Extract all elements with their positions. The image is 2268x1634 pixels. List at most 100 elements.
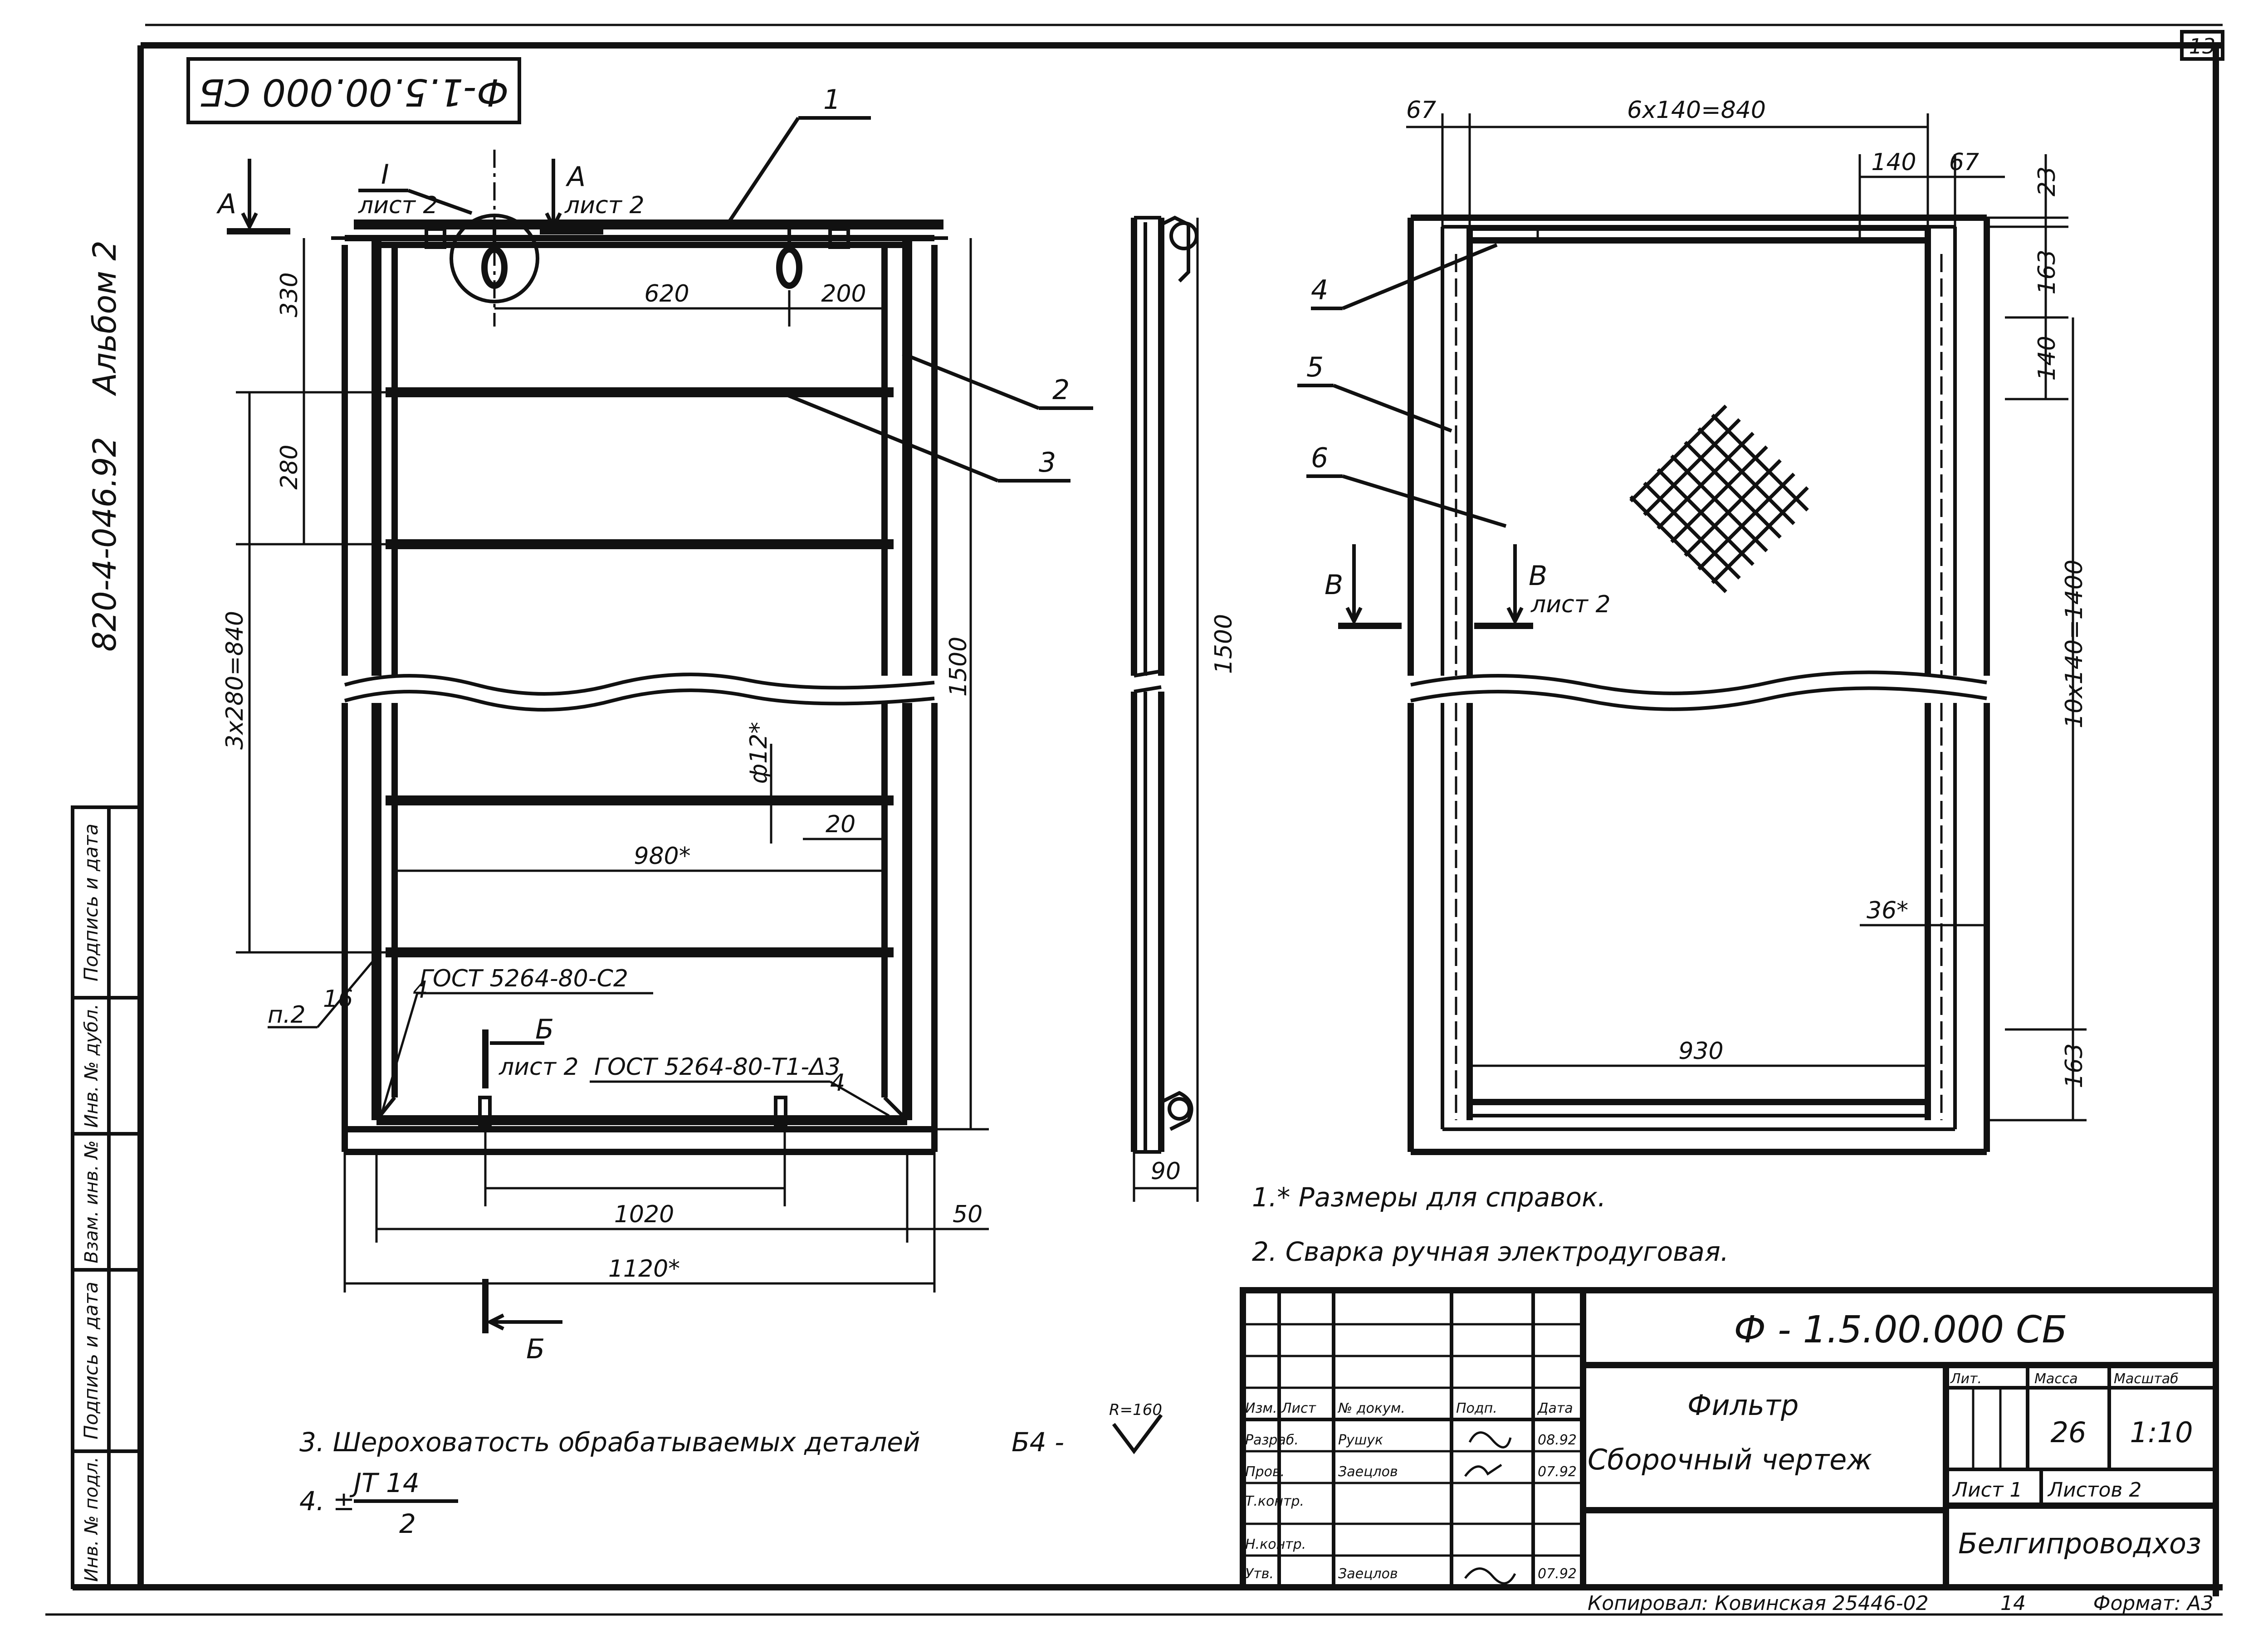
tb-mass-label: Масса bbox=[2034, 1371, 2078, 1387]
pos-6-plan: 6 bbox=[1311, 442, 1328, 474]
note-4-divisor: 2 bbox=[399, 1508, 416, 1539]
strip-replace-inv: Взам. инв. № bbox=[81, 1140, 102, 1263]
tb-role-3: Т.контр. bbox=[1245, 1493, 1304, 1509]
dim-330: 330 bbox=[276, 272, 303, 317]
dim-6x140: 6х140=840 bbox=[1627, 97, 1766, 124]
dim-50: 50 bbox=[953, 1201, 982, 1228]
tb-name: Фильтр bbox=[1687, 1389, 1799, 1422]
tb-role-2: Пров. bbox=[1245, 1464, 1285, 1480]
tb-role-4: Н.контр. bbox=[1245, 1536, 1306, 1552]
footer-page: 14 bbox=[2000, 1592, 2026, 1615]
tb-header-date: Дата bbox=[1537, 1400, 1573, 1416]
note-3-roughness: Б4 - bbox=[1012, 1427, 1064, 1458]
footer: Копировал: Ковинская 25446-02 14 Формат:… bbox=[1588, 1592, 2214, 1615]
note-ref: п.2 bbox=[268, 1001, 306, 1029]
footer-format: Формат: А3 bbox=[2093, 1592, 2214, 1615]
tb-role-5: Утв. bbox=[1245, 1566, 1274, 1582]
detail-i-label: I bbox=[381, 159, 389, 190]
strip-signature-1: Подпись и дата bbox=[80, 824, 102, 981]
left-stamp-strip: Подпись и дата Инв. № дубл. Взам. инв. №… bbox=[71, 805, 142, 1589]
section-a-left: А bbox=[216, 188, 236, 220]
section-b-bottom: Б bbox=[526, 1333, 545, 1365]
note-4: 4. ± bbox=[299, 1486, 355, 1517]
sheet-number: 13 bbox=[2189, 34, 2216, 59]
dim-20: 20 bbox=[826, 811, 855, 838]
tb-sheet: Лист 1 bbox=[1952, 1478, 2022, 1502]
dim-3x280: 3х280=840 bbox=[221, 611, 249, 750]
section-b-top: Б bbox=[535, 1014, 554, 1045]
tb-date-1: 08.92 bbox=[1538, 1432, 1577, 1448]
mirrored-stamp: Ф-1.5.00.000 СБ bbox=[186, 57, 521, 124]
tb-header-izm: Изм. bbox=[1245, 1400, 1277, 1416]
pos-5-plan: 5 bbox=[1306, 351, 1324, 383]
dim-980: 980* bbox=[634, 843, 690, 870]
tb-name-5: Заецлов bbox=[1338, 1566, 1398, 1582]
tb-scale-value: 1:10 bbox=[2130, 1416, 2193, 1449]
tb-mass-value: 26 bbox=[2051, 1416, 2087, 1449]
tb-header-sign: Подп. bbox=[1456, 1400, 1497, 1416]
tb-name-2: Заецлов bbox=[1338, 1464, 1398, 1480]
plan-view bbox=[1408, 215, 1990, 1155]
signature-checker bbox=[1464, 1463, 1502, 1477]
dim-1120: 1120* bbox=[608, 1255, 680, 1283]
dim-90: 90 bbox=[1151, 1158, 1181, 1185]
signature-developer bbox=[1468, 1431, 1512, 1449]
section-v-right: В bbox=[1529, 560, 1547, 592]
tb-scale-label: Масштаб bbox=[2114, 1371, 2179, 1387]
dim-36: 36* bbox=[1867, 897, 1908, 924]
strip-signature-2: Подпись и дата bbox=[80, 1282, 102, 1439]
mesh-pattern bbox=[1628, 404, 1819, 594]
section-v-left: В bbox=[1325, 569, 1343, 601]
tb-org: Белгипроводхоз bbox=[1958, 1527, 2201, 1560]
tb-lit-label: Лит. bbox=[1950, 1371, 1982, 1387]
side-captions: Альбом 2 820-4-046.92 bbox=[86, 240, 123, 652]
tb-role-1: Разраб. bbox=[1245, 1432, 1299, 1448]
dim-163-bottom: 163 bbox=[2061, 1043, 2088, 1088]
weld-2: ГОСТ 5264-80-Т1-Δ3 bbox=[594, 1054, 841, 1081]
dim-620: 620 bbox=[644, 280, 689, 307]
pos-4-front-b: 4 bbox=[830, 1069, 845, 1097]
tb-header-doc: № докум. bbox=[1337, 1400, 1405, 1416]
dim-d12: ф12* bbox=[745, 722, 772, 784]
footer-copied: Копировал: Ковинская 25446-02 bbox=[1588, 1592, 1929, 1615]
dim-930: 930 bbox=[1678, 1038, 1723, 1065]
note-1: 1.* Размеры для справок. bbox=[1252, 1182, 1606, 1213]
pos-1: 1 bbox=[823, 84, 841, 116]
tb-date-5: 07.92 bbox=[1538, 1566, 1577, 1582]
dim-67-left: 67 bbox=[1406, 97, 1436, 124]
signature-approver bbox=[1464, 1567, 1516, 1585]
note-3-roughness-value: R=160 bbox=[1109, 1401, 1162, 1419]
tb-name-1: Рушук bbox=[1338, 1432, 1383, 1448]
note-2: 2. Сварка ручная электродуговая. bbox=[1252, 1236, 1729, 1267]
pos-2: 2 bbox=[1052, 374, 1070, 406]
dim-1020: 1020 bbox=[614, 1201, 674, 1228]
section-a-ref: лист 2 bbox=[564, 192, 645, 219]
dim-140-top: 140 bbox=[1871, 149, 1916, 176]
section-b-ref: лист 2 bbox=[499, 1054, 579, 1081]
weld-1: ГОСТ 5264-80-С2 bbox=[420, 965, 628, 992]
pos-3: 3 bbox=[1039, 447, 1056, 478]
front-view bbox=[331, 150, 948, 1155]
tb-header-list: Лист bbox=[1281, 1400, 1317, 1416]
dim-1500-side: 1500 bbox=[1210, 614, 1237, 674]
dim-23: 23 bbox=[2033, 166, 2061, 196]
album-label: Альбом 2 bbox=[86, 240, 123, 396]
stamp-code: Ф-1.5.00.000 СБ bbox=[199, 70, 508, 113]
dim-10x140: 10х140=1400 bbox=[2061, 560, 2088, 728]
dim-1500-front: 1500 bbox=[945, 637, 972, 697]
tb-date-2: 07.92 bbox=[1538, 1464, 1577, 1480]
dim-140-right: 140 bbox=[2033, 336, 2061, 380]
dim-200: 200 bbox=[821, 280, 866, 307]
dim-280: 280 bbox=[276, 444, 303, 489]
title-block: Изм. Лист № докум. Подп. Дата Разраб. Ру… bbox=[1240, 1287, 2219, 1590]
note-3: 3. Шероховатость обрабатываемых деталей bbox=[299, 1427, 920, 1458]
notes: 1.* Размеры для справок. 2. Сварка ручна… bbox=[299, 1182, 1729, 1539]
note-4-tolerance: JT 14 bbox=[349, 1468, 420, 1498]
front-view-annotations: А А лист 2 I лист 2 1 2 3 620 200 330 28… bbox=[216, 84, 1093, 1365]
section-a-right: А bbox=[565, 161, 586, 193]
section-v-ref: лист 2 bbox=[1530, 591, 1611, 618]
strip-dupl-inv: Инв. № дубл. bbox=[81, 1004, 102, 1128]
series-label: 820-4-046.92 bbox=[86, 437, 123, 652]
pos-4-plan: 4 bbox=[1311, 274, 1328, 306]
